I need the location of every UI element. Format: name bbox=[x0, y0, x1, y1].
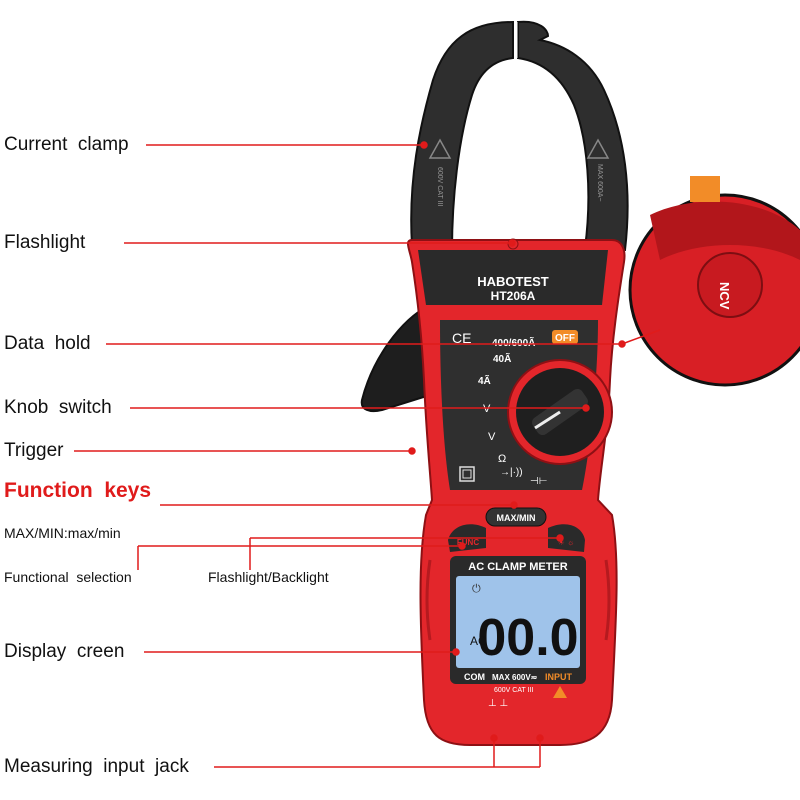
model-label: HT206A bbox=[491, 289, 536, 303]
label-data-hold: Data hold bbox=[4, 333, 91, 354]
svg-text:⏻: ⏻ bbox=[472, 583, 481, 595]
label-max-min: MAX/MIN:max/min bbox=[4, 525, 121, 541]
label-knob-switch: Knob switch bbox=[4, 397, 112, 418]
off-label: OFF bbox=[555, 333, 575, 344]
com-label: COM bbox=[464, 672, 485, 682]
leader-lines bbox=[74, 141, 661, 768]
lcd-ac: AC bbox=[470, 634, 487, 648]
trigger bbox=[360, 303, 431, 413]
brand-label: HABOTEST bbox=[477, 274, 549, 289]
clamp-warning-left: 600V CAT III bbox=[436, 167, 443, 206]
label-display-screen: Display creen bbox=[4, 641, 125, 662]
svg-text:Ω: Ω bbox=[498, 453, 506, 465]
clamp-warning-right: MAX 600A~ bbox=[596, 164, 603, 202]
clamp-jaw-left bbox=[410, 20, 514, 252]
svg-text:→|·)): →|·)) bbox=[500, 467, 523, 478]
cat-label: 600V CAT III bbox=[494, 687, 533, 694]
func-button-label: FUNC bbox=[457, 538, 479, 547]
max-min-button-label: MAX/MIN bbox=[497, 513, 536, 523]
clamp-jaw-right bbox=[517, 20, 629, 252]
off-badge bbox=[552, 330, 578, 344]
label-functional-selection: Functional selection bbox=[4, 569, 132, 585]
flashlight-backlight-button bbox=[548, 524, 585, 552]
range-4-label: 4Ã bbox=[478, 374, 491, 387]
label-trigger: Trigger bbox=[4, 440, 64, 461]
range-40-label: 40Ã bbox=[493, 352, 511, 365]
label-function-keys: Function keys bbox=[4, 479, 152, 502]
ce-mark: CE bbox=[452, 330, 471, 346]
input-label: INPUT bbox=[545, 672, 573, 682]
label-flashlight-backlight: Flashlight/Backlight bbox=[208, 569, 329, 585]
label-measuring-input-jack: Measuring input jack bbox=[4, 756, 189, 777]
svg-text:V: V bbox=[483, 403, 491, 415]
meter-title: AC CLAMP METER bbox=[468, 561, 567, 573]
ncv-label: NCV bbox=[717, 282, 732, 310]
svg-text:V: V bbox=[488, 431, 496, 443]
label-flashlight: Flashlight bbox=[4, 232, 86, 253]
label-current-clamp: Current clamp bbox=[4, 134, 129, 155]
svg-text:☀ ☼: ☀ ☼ bbox=[558, 538, 575, 547]
svg-text:⊣⊢: ⊣⊢ bbox=[530, 476, 547, 487]
lcd-reading: 00.0 bbox=[477, 609, 578, 667]
lcd-screen bbox=[456, 576, 580, 668]
svg-text:⊥ ⊥: ⊥ ⊥ bbox=[488, 698, 508, 709]
range-top-label: 400/600Ã bbox=[492, 336, 535, 349]
max-rating-label: MAX 600V≂ bbox=[492, 673, 538, 682]
